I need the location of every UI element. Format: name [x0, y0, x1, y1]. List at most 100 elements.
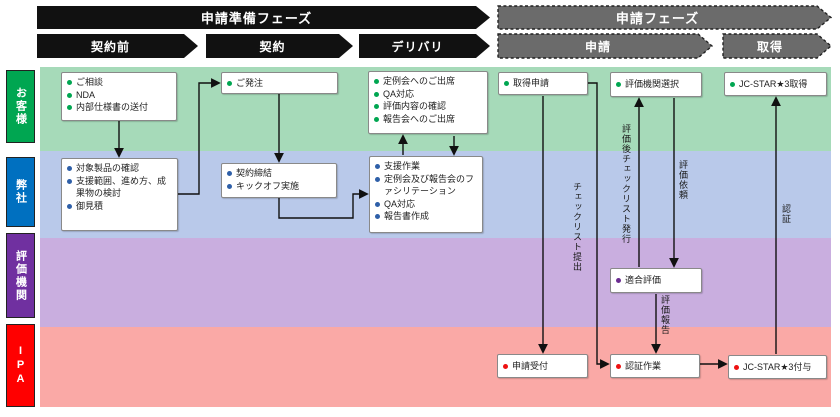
arrow-estimate-to-order	[178, 78, 221, 195]
bullet-icon	[504, 81, 509, 87]
process-item: 支援作業	[375, 160, 477, 173]
bullet-icon	[67, 105, 72, 111]
process-item: ご発注	[227, 77, 332, 90]
bullet-icon	[374, 91, 379, 97]
process-box-customer-apply: 取得申請	[498, 72, 588, 95]
bullet-icon	[67, 80, 72, 85]
bullet-icon	[67, 203, 72, 209]
process-item: JC-STAR★3付与	[734, 361, 821, 374]
bullet-icon	[375, 201, 380, 207]
flow-label-eval-request: 評価依頼	[678, 160, 688, 200]
arrow-checklist-submit	[588, 82, 610, 369]
process-item-text: JC-STAR★3取得	[739, 78, 808, 89]
process-item: 取得申請	[504, 77, 582, 90]
process-box-company-contract: 契約締結キックオフ実施	[221, 163, 337, 198]
bullet-icon	[375, 214, 380, 220]
bullet-icon	[227, 80, 232, 86]
lane-label-company: 弊社	[6, 157, 35, 227]
process-item-text: 契約締結	[236, 168, 273, 178]
process-box-customer-order: ご発注	[221, 72, 338, 94]
process-item-text: 適合評価	[625, 275, 662, 286]
process-item-text: 定例会へのご出席	[383, 76, 456, 86]
process-item: JC-STAR★3取得	[730, 78, 821, 91]
lane-label-evaluator: 評価機関	[6, 233, 35, 318]
process-item: 定例会へのご出席	[374, 75, 482, 88]
bullet-icon	[374, 79, 379, 84]
process-item-text: ご相談	[76, 77, 104, 87]
process-item-text: ご発注	[236, 77, 264, 88]
phase-arrow-application-shape	[497, 5, 833, 30]
process-item: 対象製品の確認	[67, 162, 172, 175]
bullet-icon	[67, 178, 72, 184]
bullet-icon	[374, 104, 379, 110]
bullet-icon	[67, 92, 72, 98]
process-item-text: 支援範囲、進め方、成果物の検討	[76, 175, 167, 199]
arrow-kickoff-to-support	[278, 189, 369, 219]
bullet-icon	[227, 171, 232, 176]
phase-label-preparation: 申請準備フェーズ	[200, 11, 313, 26]
process-box-ipa-jcstar-award: JC-STAR★3付与	[728, 355, 827, 379]
bullet-icon	[375, 164, 380, 169]
process-box-customer-jcstar-acquire: JC-STAR★3取得	[724, 72, 827, 96]
process-item-text: 支援作業	[384, 161, 421, 171]
bullet-icon	[616, 82, 621, 88]
process-item: 認証作業	[616, 360, 694, 373]
process-item-text: QA対応	[384, 198, 416, 209]
bullet-icon	[503, 363, 508, 369]
bullet-icon	[616, 363, 621, 369]
lane-label-customer: お客様	[6, 70, 35, 143]
bullet-icon	[374, 116, 379, 122]
bullet-icon	[67, 166, 72, 171]
process-item-text: 認証作業	[625, 360, 662, 371]
process-box-evaluator-assessment: 適合評価	[610, 268, 702, 293]
process-item: 支援範囲、進め方、成果物の検討	[67, 175, 172, 200]
process-item: 評価機関選択	[616, 78, 696, 91]
stage-label-delivery: デリバリ	[391, 39, 444, 54]
process-item-text: 評価機関選択	[625, 79, 680, 90]
process-item: QA対応	[375, 198, 477, 211]
stage-arrow-apply-shape	[497, 33, 714, 59]
process-item: 申請受付	[503, 360, 582, 373]
process-item: キックオフ実施	[227, 180, 331, 193]
process-box-customer-consult: ご相談 NDA 内部仕様書の送付	[61, 72, 177, 121]
process-item-text: NDA	[76, 89, 96, 100]
flow-label-eval-report: 評価報告	[660, 295, 670, 335]
process-box-ipa-certification-work: 認証作業	[610, 354, 700, 378]
process-item-text: 報告会へのご出席	[383, 113, 456, 124]
process-item-text: キックオフ実施	[236, 180, 300, 191]
process-box-customer-select-evaluator: 評価機関選択	[610, 72, 702, 97]
process-item-text: 評価内容の確認	[383, 101, 447, 112]
process-item-text: 内部仕様書の送付	[76, 102, 149, 113]
process-box-ipa-reception: 申請受付	[497, 354, 588, 378]
process-item-text: 対象製品の確認	[76, 163, 140, 173]
process-item-text: 定例会及び報告会のファシリテーション	[384, 173, 475, 197]
stage-arrow-acquire-shape	[722, 33, 833, 59]
process-item: 報告会へのご出席	[374, 113, 482, 126]
process-item: 報告書作成	[375, 210, 477, 223]
flow-label-checklist-issue: 評価後チェックリスト発行	[621, 124, 631, 244]
process-item-text: JC-STAR★3付与	[743, 361, 812, 372]
process-item: 御見積	[67, 200, 172, 213]
process-item: NDA	[67, 89, 171, 102]
stage-arrow-precontract-shape	[37, 34, 198, 58]
bullet-icon	[375, 176, 380, 182]
bullet-icon	[730, 81, 735, 87]
lane-label-ipa: IPA	[6, 324, 35, 407]
process-item: 内部仕様書の送付	[67, 101, 171, 114]
stage-label-precontract: 契約前	[90, 39, 130, 54]
process-item-text: 申請受付	[512, 360, 549, 371]
process-box-company-review: 対象製品の確認支援範囲、進め方、成果物の検討御見積	[61, 158, 178, 231]
process-item: 適合評価	[616, 274, 696, 287]
process-item-text: 取得申請	[513, 78, 550, 89]
stage-label-apply: 申請	[584, 39, 611, 54]
process-item: QA対応	[374, 88, 482, 101]
stage-label-acquire: 取得	[756, 39, 783, 54]
phase-arrow-preparation-shape	[37, 6, 490, 29]
process-item: ご相談	[67, 76, 171, 89]
process-item-text: 報告書作成	[384, 211, 430, 222]
flow-label-checklist-submit: チェックリスト提出	[572, 182, 582, 272]
process-box-customer-meetings: 定例会へのご出席 QA対応評価内容の確認報告会へのご出席	[368, 71, 488, 134]
process-item: 契約締結	[227, 167, 331, 180]
stage-label-contract: 契約	[259, 39, 286, 54]
bullet-icon	[616, 278, 621, 284]
